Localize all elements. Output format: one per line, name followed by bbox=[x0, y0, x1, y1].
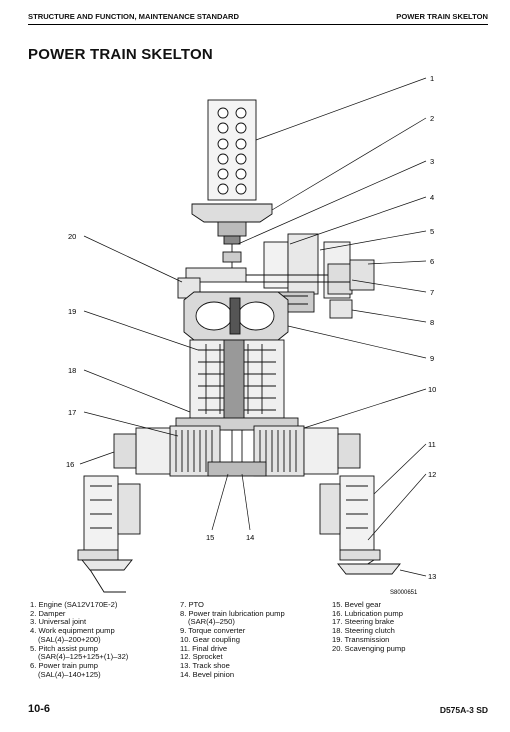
power-train-diagram: 1 2 3 4 5 6 7 8 9 10 11 12 13 14 15 16 1… bbox=[66, 74, 436, 596]
legend-item: 13. Track shoe bbox=[180, 660, 230, 670]
legend-item: 17. Steering brake bbox=[332, 617, 395, 627]
legend-item: 5. Pitch assist pump bbox=[30, 643, 98, 653]
legend-item: 4. Work equipment pump bbox=[30, 626, 115, 636]
figure-code: S8000651 bbox=[390, 590, 418, 596]
callout-9: 9 bbox=[430, 354, 434, 363]
callout-15: 15 bbox=[206, 533, 214, 542]
left-final-drive-drawing bbox=[77, 475, 141, 593]
header-topic: POWER TRAIN SKELTON bbox=[396, 12, 488, 21]
callout-5: 5 bbox=[430, 227, 434, 236]
callout-4: 4 bbox=[430, 193, 434, 202]
legend-item-sub: (SAR(4)–125+125+(1)–32) bbox=[38, 652, 129, 662]
callout-7: 7 bbox=[430, 288, 434, 297]
callout-13: 13 bbox=[428, 572, 436, 581]
callout-3: 3 bbox=[430, 157, 434, 166]
legend-item: 15. Bevel gear bbox=[332, 600, 381, 609]
callout-12: 12 bbox=[428, 470, 436, 479]
callout-16: 16 bbox=[66, 460, 74, 469]
legend-item-sub: (SAL(4)–200+200) bbox=[38, 634, 101, 644]
legend-item: 2. Damper bbox=[30, 608, 66, 618]
legend-item: 11. Final drive bbox=[180, 643, 228, 653]
legend-item: 3. Universal joint bbox=[30, 617, 87, 627]
legend-item: 14. Bevel pinion bbox=[180, 669, 235, 679]
callout-1: 1 bbox=[430, 74, 434, 83]
legend-item: 6. Power train pump bbox=[30, 660, 98, 670]
running-header: STRUCTURE AND FUNCTION, MAINTENANCE STAN… bbox=[28, 10, 488, 25]
legend-column-2: 7. PTO 8. Power train lubrication pump (… bbox=[180, 600, 285, 679]
legend-item: 16. Lubrication pump bbox=[332, 608, 403, 618]
legend-column-3: 15. Bevel gear 16. Lubrication pump 17. … bbox=[332, 600, 406, 653]
callout-10: 10 bbox=[428, 385, 436, 394]
header-section-title: STRUCTURE AND FUNCTION, MAINTENANCE STAN… bbox=[28, 12, 239, 21]
callout-18: 18 bbox=[68, 366, 76, 375]
callout-6: 6 bbox=[430, 257, 434, 266]
engine-drawing bbox=[191, 99, 273, 245]
left-steering-drawing bbox=[113, 425, 221, 477]
legend-item: 10. Gear coupling bbox=[180, 634, 240, 644]
callout-20: 20 bbox=[68, 232, 76, 241]
callout-19: 19 bbox=[68, 307, 76, 316]
legend-column-1: 1. Engine (SA12V170E-2) 2. Damper 3. Uni… bbox=[30, 600, 129, 679]
model-code: D575A-3 SD bbox=[439, 705, 488, 715]
legend-item: 9. Torque converter bbox=[180, 626, 246, 636]
callout-8: 8 bbox=[430, 318, 434, 327]
legend-item: 18. Steering clutch bbox=[332, 626, 395, 636]
legend-item: 1. Engine (SA12V170E-2) bbox=[30, 600, 118, 609]
legend-item: 12. Sprocket bbox=[180, 652, 223, 662]
right-steering-drawing bbox=[253, 425, 361, 477]
right-final-drive-drawing bbox=[319, 475, 381, 571]
legend-item-sub: (SAR(4)–250) bbox=[188, 617, 235, 627]
legend-item: 7. PTO bbox=[180, 600, 204, 609]
legend-item: 8. Power train lubrication pump bbox=[180, 608, 285, 618]
transmission-drawing bbox=[189, 339, 285, 431]
callout-2: 2 bbox=[430, 114, 434, 123]
callout-17: 17 bbox=[68, 408, 76, 417]
legend-item-sub: (SAL(4)–140+125) bbox=[38, 669, 101, 679]
page-number: 10-6 bbox=[28, 703, 51, 715]
callout-11: 11 bbox=[428, 440, 436, 449]
legend-item: 19. Transmission bbox=[332, 634, 390, 644]
callout-14: 14 bbox=[246, 533, 254, 542]
legend-item: 20. Scavenging pump bbox=[332, 643, 406, 653]
torque-converter-drawing bbox=[183, 291, 289, 341]
page-title: POWER TRAIN SKELTON bbox=[28, 46, 213, 63]
